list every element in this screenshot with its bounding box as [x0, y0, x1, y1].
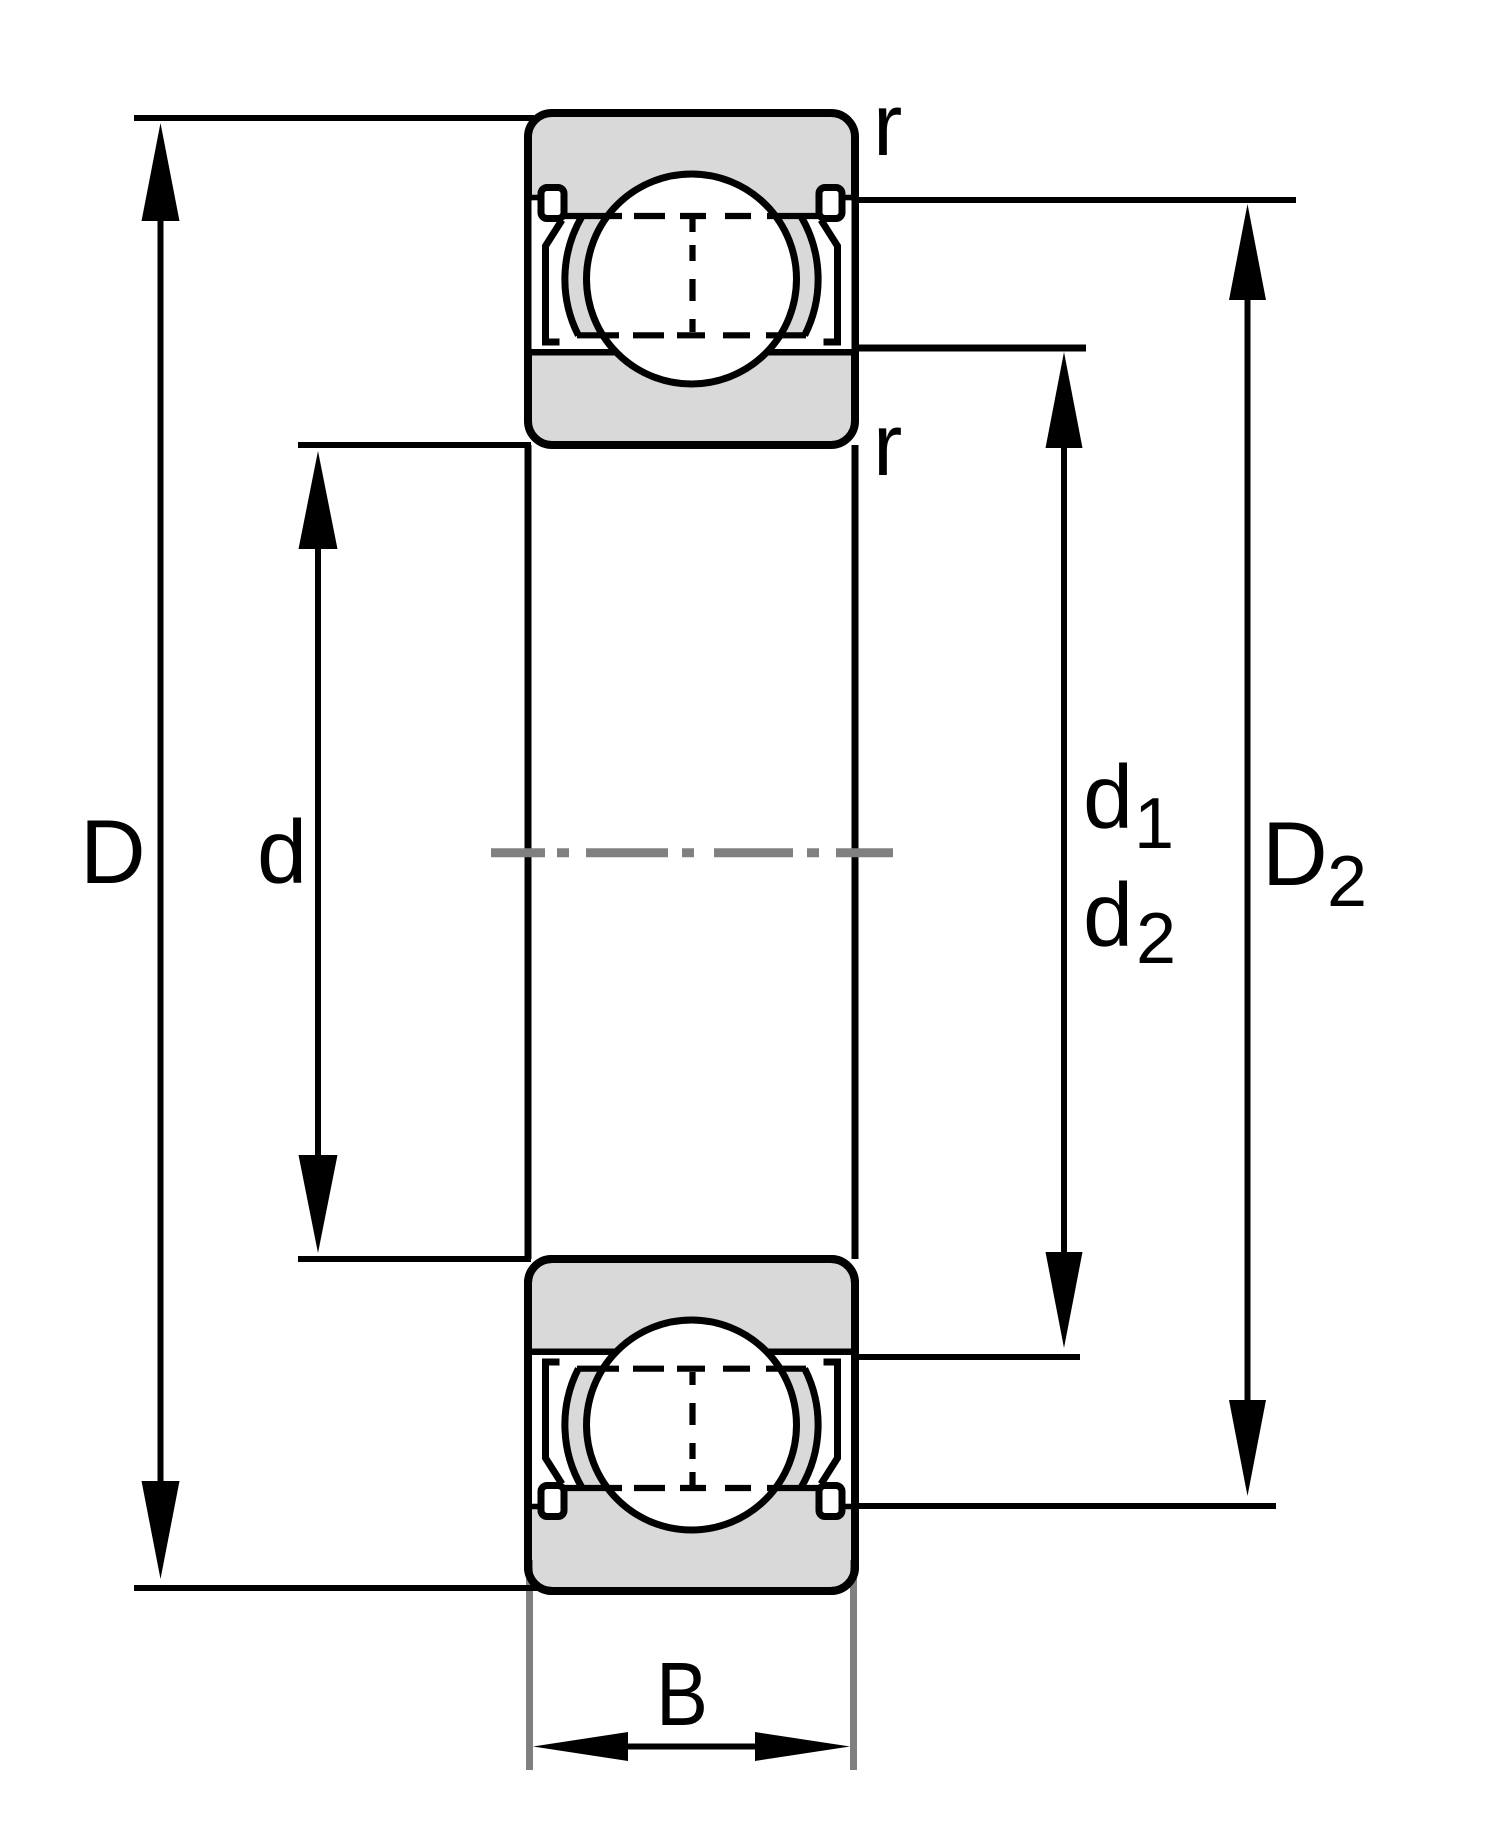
svg-text:r: r	[873, 75, 902, 174]
svg-text:d: d	[1083, 866, 1133, 966]
svg-text:B: B	[656, 1645, 708, 1745]
svg-text:D: D	[1262, 804, 1328, 905]
svg-text:D: D	[80, 802, 146, 903]
svg-text:2: 2	[1136, 899, 1176, 979]
svg-text:d: d	[257, 803, 307, 903]
svg-text:d: d	[1083, 748, 1133, 848]
svg-text:1: 1	[1134, 784, 1174, 864]
svg-text:r: r	[873, 395, 902, 494]
svg-text:2: 2	[1327, 842, 1367, 922]
